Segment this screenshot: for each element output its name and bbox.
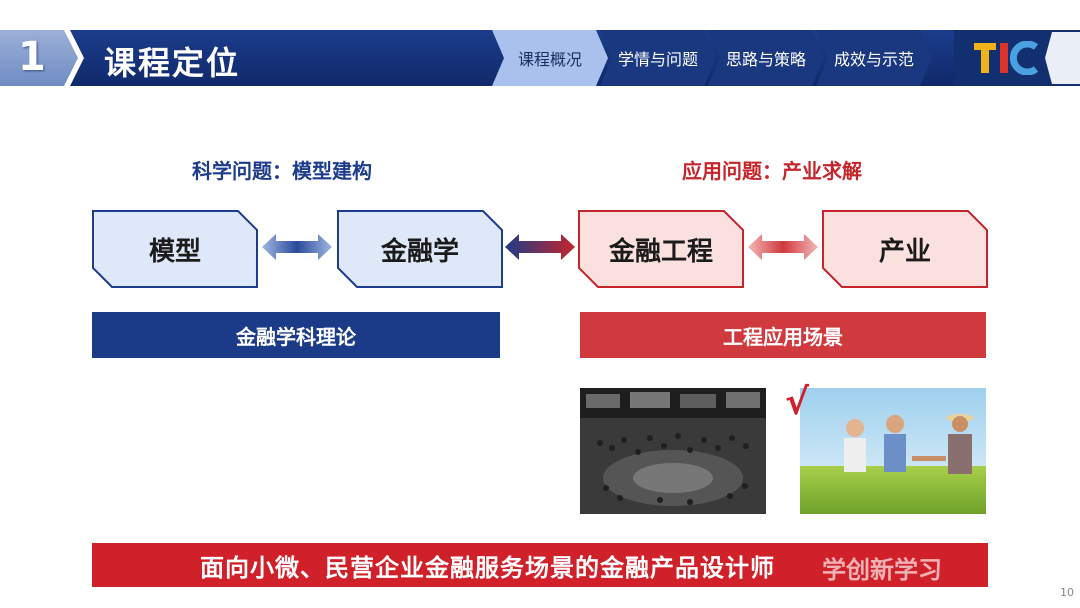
finance-theory-banner: 金融学科理论 [92,312,500,358]
model-box: 模型 [92,210,258,288]
header-bar: 1 课程定位 课程概况 学情与问题 思路与策略 成效与示范 [0,30,1080,86]
logo-fold-decoration [1045,32,1080,84]
section-tabs: 课程概况 学情与问题 思路与策略 成效与示范 [492,30,924,86]
tab-results-demo[interactable]: 成效与示范 [816,30,932,86]
section-number: 1 [18,34,46,80]
finance-box: 金融学 [337,210,503,288]
trading-floor-photo [580,388,766,514]
tic-logo-icon [974,41,1046,75]
application-question-heading: 应用问题：产业求解 [682,155,862,184]
financial-engineering-box: 金融工程 [578,210,744,288]
farm-handshake-photo [800,388,986,514]
page-number: 10 [1060,586,1074,599]
industry-box: 产业 [822,210,988,288]
tab-course-overview[interactable]: 课程概况 [492,30,608,86]
watermark-text: 学创新学习 [822,550,942,585]
checkmark-icon: √ [785,382,809,423]
tab-ideas-strategy[interactable]: 思路与策略 [708,30,824,86]
section-title: 课程定位 [104,38,240,84]
double-arrow-blue-icon [262,234,332,260]
tab-learning-issues[interactable]: 学情与问题 [600,30,716,86]
engineering-application-banner: 工程应用场景 [580,312,986,358]
double-arrow-red-icon [748,234,818,260]
double-arrow-blue-red-icon [505,234,575,260]
science-question-heading: 科学问题：模型建构 [192,155,372,184]
